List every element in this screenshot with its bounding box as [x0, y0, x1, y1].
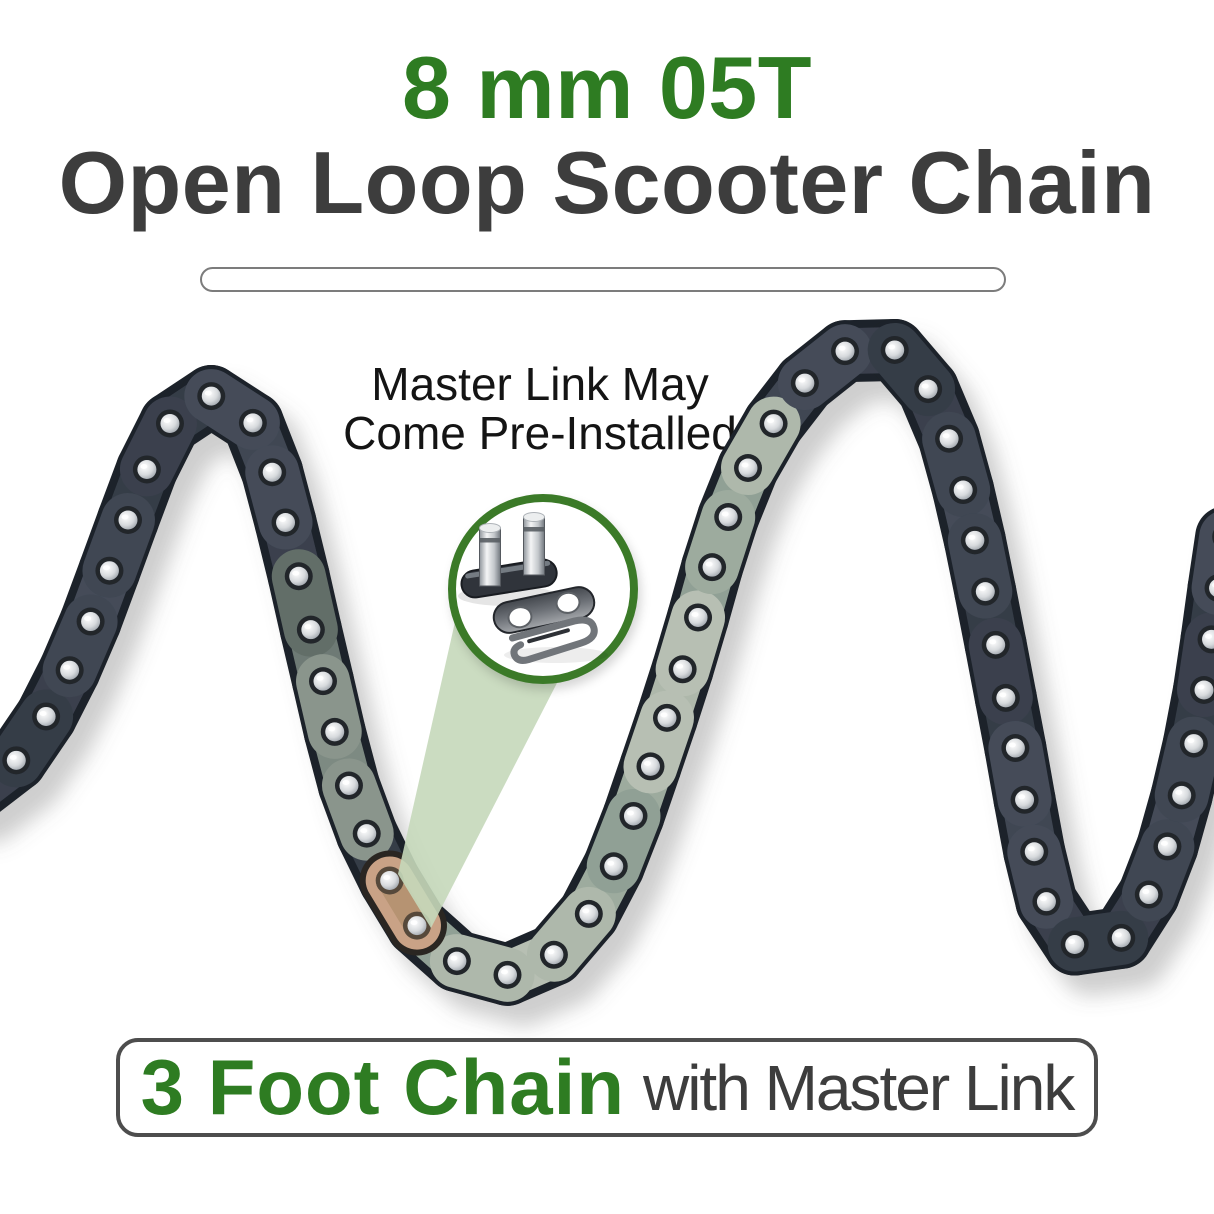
banner-suffix-label: with Master Link [642, 1051, 1075, 1124]
master-link-inset-illustration [458, 512, 608, 664]
divider-pill [200, 267, 1006, 292]
callout-line-1: Master Link May [371, 358, 709, 410]
pin-cylinder [479, 523, 501, 587]
banner-length-label: 3 Foot Chain [140, 1043, 625, 1131]
length-banner: 3 Foot Chain with Master Link [116, 1038, 1098, 1137]
chain-links [0, 318, 1214, 1006]
master-link-clip [508, 616, 598, 664]
pin-cylinder [523, 512, 545, 576]
master-link-plate [492, 586, 596, 634]
callout-note: Master Link May Come Pre-Installed [0, 360, 1080, 458]
title-size-label: 8 mm 05T [402, 38, 812, 137]
master-link-magnifier [448, 494, 638, 684]
master-link-pin-press [460, 512, 558, 599]
page-title: 8 mm 05T Open Loop Scooter Chain [0, 40, 1214, 230]
callout-line-2: Come Pre-Installed [343, 407, 737, 459]
wedge-pointer [398, 622, 575, 928]
title-product-name: Open Loop Scooter Chain [58, 133, 1156, 232]
